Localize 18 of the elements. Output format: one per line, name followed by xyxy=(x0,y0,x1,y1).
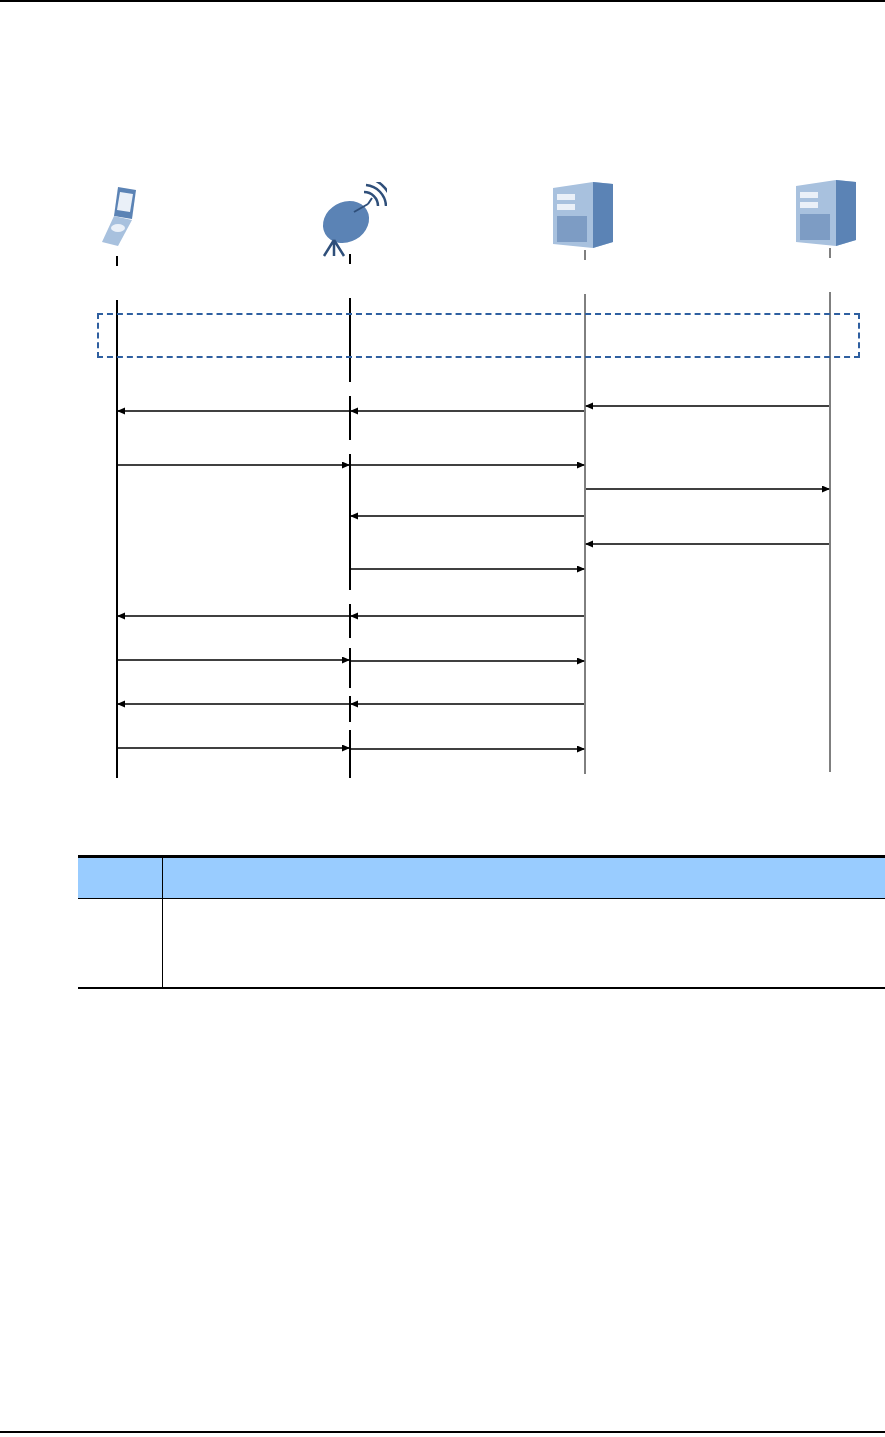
arrow xyxy=(117,461,350,469)
arrow xyxy=(117,656,350,664)
arrow xyxy=(350,700,585,708)
arrow xyxy=(117,744,350,752)
arrow xyxy=(350,612,585,620)
arrow xyxy=(117,612,350,620)
arrow xyxy=(585,540,830,548)
arrow xyxy=(350,657,585,665)
arrow xyxy=(350,407,585,415)
arrow xyxy=(350,565,585,573)
arrow xyxy=(117,700,350,708)
arrow xyxy=(117,407,350,415)
arrow xyxy=(350,512,585,520)
dashed-frame xyxy=(97,313,860,358)
arrow xyxy=(585,485,830,493)
arrow xyxy=(350,745,585,753)
arrow xyxy=(585,402,830,410)
arrow xyxy=(350,461,585,469)
